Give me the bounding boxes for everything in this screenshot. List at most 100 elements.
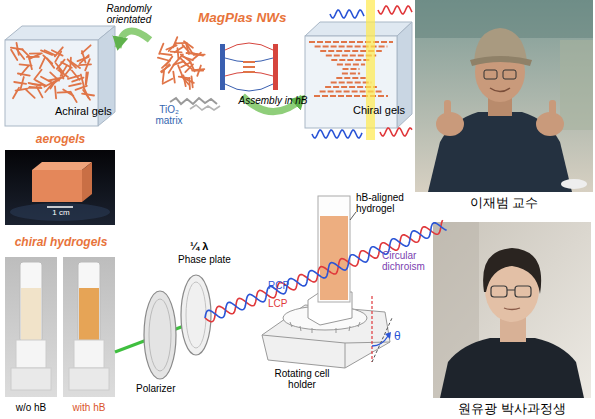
photo-label: chiral hydrogels: [2, 236, 120, 249]
professor-photo-part: [415, 0, 593, 192]
chiral-gel-cube-part: [305, 22, 412, 36]
magnet-schematic-part: [243, 66, 255, 68]
nanowire-cluster: [183, 75, 185, 86]
student-photo-part: [504, 308, 520, 310]
aerogel-photo-part: [32, 170, 82, 202]
nanowire-cluster: [163, 79, 173, 84]
nanowire-group: MagPlas NWs: [150, 30, 282, 96]
aligned-nanowire-row: [336, 77, 365, 79]
optical-setup-part: [181, 275, 211, 355]
random-nanowire: [30, 87, 42, 88]
nanowire-cluster: [184, 78, 194, 83]
light-wave: [380, 128, 412, 136]
random-nanowire: [11, 50, 17, 60]
optical-setup-part: [186, 282, 206, 348]
hydrogel-photo-part: [63, 257, 115, 397]
random-nanowire: [29, 86, 41, 88]
professor-photo: [415, 0, 593, 192]
hydrogel-photo-part: [11, 368, 51, 390]
nanowire-cluster: [184, 62, 192, 69]
light-wave: [312, 130, 362, 138]
optical-setup-part: [385, 332, 391, 339]
portrait-photo: 원유광 박사과정생: [433, 222, 591, 418]
random-nanowire: [83, 87, 88, 98]
nanowire-cluster: [163, 71, 164, 82]
optical-setup-part: [300, 326, 301, 331]
random-nanowire: [30, 53, 42, 55]
hydrogel-photo-part: [20, 262, 42, 342]
optical-setup-part: [149, 299, 171, 371]
arrow-label: Assembly in hB: [228, 95, 318, 106]
portrait-photo: 이재범 교수: [415, 0, 593, 218]
random-nanowire: [76, 86, 87, 90]
hydrogel-photo: [5, 257, 115, 397]
random-nanowire: [72, 71, 80, 80]
optical-setup-part: [372, 336, 388, 346]
photo-caption: w/o hB: [4, 402, 58, 413]
aligned-nanowire-row: [342, 73, 360, 75]
professor-photo-part: [560, 40, 593, 130]
nanowire-cluster: [176, 42, 187, 44]
aerogel-photo-part: [32, 162, 92, 170]
nanowire-cluster: [158, 58, 169, 61]
professor-photo-part: [470, 56, 532, 66]
professor-photo-part: [444, 100, 451, 118]
aligned-nanowire-row: [309, 41, 393, 43]
gel-cube: Chiral gels: [303, 18, 413, 128]
optical-setup-part: [290, 322, 292, 327]
random-nanowire: [82, 45, 91, 53]
photo-caption: 원유광 박사과정생: [433, 402, 591, 417]
optical-setup-part: [336, 328, 337, 333]
nanowire-cluster: [161, 65, 170, 71]
random-nanowire: [63, 68, 70, 77]
optical-setup-part: [262, 335, 390, 343]
light-beam: [366, 0, 375, 140]
magnet-schematic-part: [225, 58, 273, 62]
random-nanowire: [37, 87, 43, 98]
optic-label: ¼ λ: [190, 240, 230, 252]
random-nanowire: [53, 77, 63, 84]
aerogel-photo: [5, 150, 115, 225]
gel-label: Chiral gels: [353, 104, 411, 116]
nanowire-cluster: [192, 70, 203, 72]
arrow-label: Randomly orientated: [98, 3, 160, 25]
polarization-label: RCP: [268, 280, 298, 291]
random-nanowire: [56, 63, 64, 72]
random-nanowire: [40, 57, 45, 68]
material-title: MagPlas NWs: [198, 10, 290, 25]
optical-setup: [115, 196, 392, 379]
random-nanowire: [47, 58, 54, 68]
hydrogel-photo-part: [78, 262, 100, 342]
student-photo-part: [440, 338, 584, 398]
aerogel-photo-part: [47, 206, 73, 208]
aerogel-photo-part: [10, 203, 110, 221]
magnet-schematic-part: [243, 61, 255, 63]
aligned-nanowire-row: [343, 68, 360, 70]
nanowire-layer: [11, 6, 447, 322]
angle-symbol: θ: [394, 330, 406, 343]
light-wave: [330, 10, 364, 18]
nanowire-cluster: [175, 46, 184, 52]
professor-photo-part: [549, 100, 556, 118]
hydrogel-photo-part: [5, 257, 57, 397]
hydrogel-photo-part: [21, 288, 41, 340]
student-photo-part: [507, 290, 515, 291]
student-photo-part: [433, 222, 591, 398]
random-nanowire: [41, 77, 52, 83]
optical-setup-part: [350, 212, 356, 220]
optic-label: Polarizer: [136, 383, 196, 394]
optical-setup-part: [312, 328, 313, 333]
nanowire-cluster: [166, 45, 176, 49]
random-nanowire: [26, 90, 35, 98]
random-nanowire: [69, 84, 81, 87]
random-nanowire: [55, 87, 56, 99]
random-nanowire: [85, 72, 88, 84]
aligned-nanowire-row: [314, 95, 388, 97]
nanowire-cluster: [176, 54, 183, 62]
photo-caption: with hB: [62, 402, 116, 413]
professor-photo-part: [503, 70, 516, 79]
nanowire-cluster: [161, 54, 172, 55]
hydrogel-photo-part: [79, 288, 99, 340]
professor-photo-part: [484, 70, 497, 79]
